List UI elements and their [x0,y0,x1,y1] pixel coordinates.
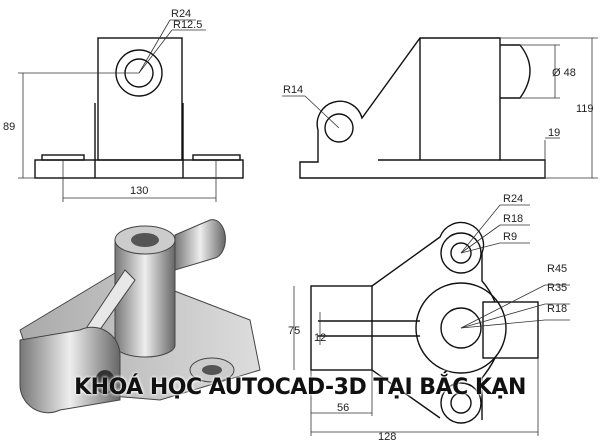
label-56: 56 [337,402,349,414]
label-r9: R9 [503,231,517,243]
label-89: 89 [3,121,15,133]
label-119: 119 [576,103,594,115]
label-r24: R24 [171,8,191,20]
side-view: R14 Ø 48 119 19 [282,37,598,179]
label-r35: R35 [547,282,567,294]
isometric-model [19,219,261,414]
label-r24-top: R24 [503,193,523,205]
label-r12-5: R12.5 [173,19,202,31]
label-r18-top: R18 [503,213,523,225]
label-r18-center: R18 [547,303,567,315]
label-r45: R45 [547,263,567,275]
caption-title: KHOÁ HỌC AUTOCAD-3D TẠI BẮC KẠN [74,375,526,400]
front-view: R24 R12.5 89 130 [3,8,244,202]
label-dia48: Ø 48 [552,67,576,79]
label-75: 75 [288,325,300,337]
label-12: 12 [314,332,326,344]
label-128: 128 [378,431,396,441]
label-130: 130 [130,185,148,197]
label-19: 19 [548,127,560,139]
top-view: R24 R18 R9 R45 R35 R18 75 12 56 128 [288,193,570,441]
label-r14: R14 [283,84,303,96]
